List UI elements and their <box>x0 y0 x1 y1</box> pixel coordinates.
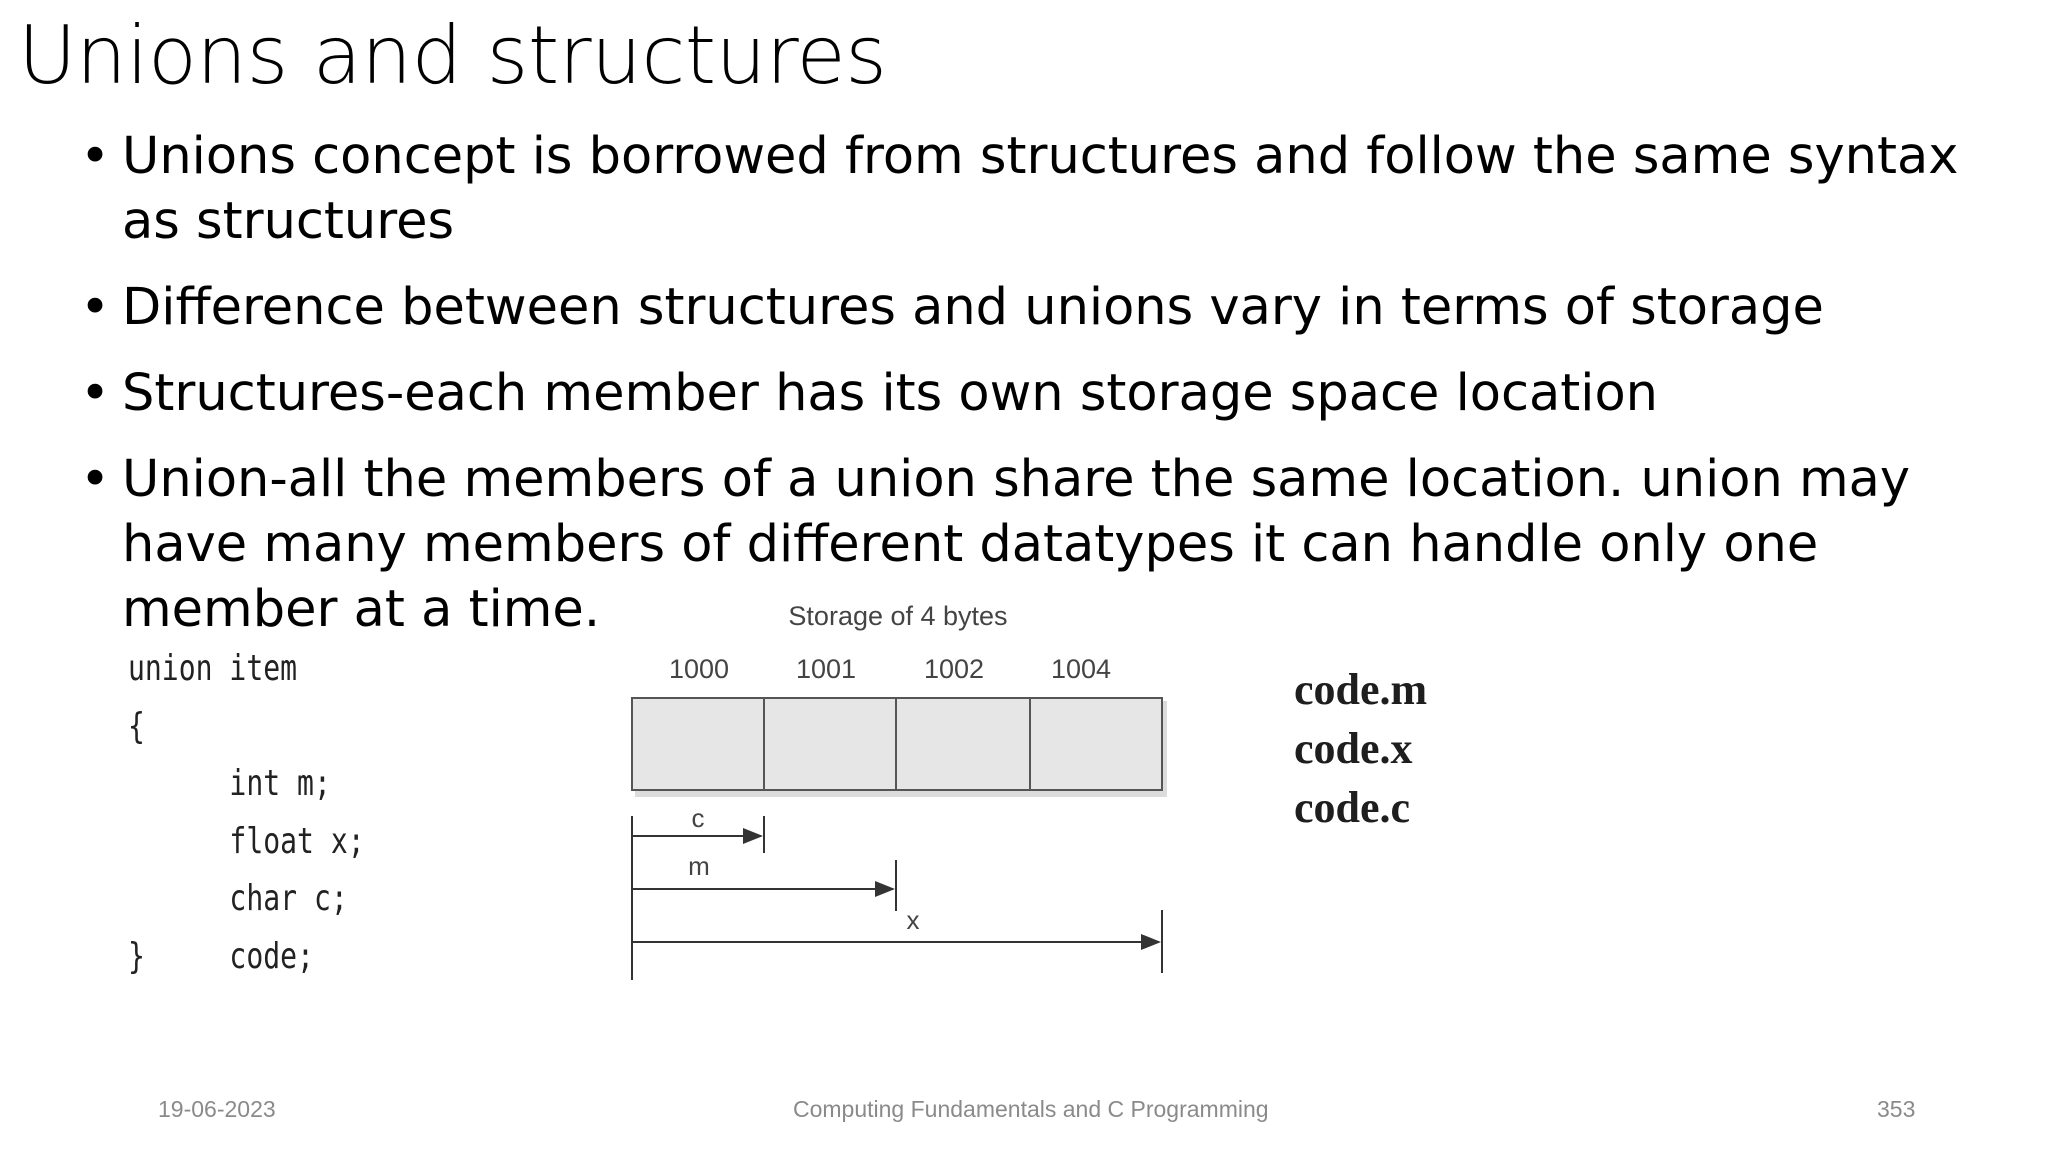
union-storage-diagram: Storage of 4 bytes 1000 1001 1002 1004 c… <box>631 601 1167 980</box>
union-code-snippet: union item { int m; float x; char c; } c… <box>128 640 456 1000</box>
bullet-text: Unions concept is borrowed from structur… <box>122 127 1959 251</box>
bullet-item: • Union-all the members of a union share… <box>78 447 1998 642</box>
member-access-item: code.c <box>1294 783 1411 832</box>
bullet-list: • Unions concept is borrowed from struct… <box>78 124 1998 663</box>
address-label: 1004 <box>1051 654 1111 684</box>
bullet-item: • Unions concept is borrowed from struct… <box>78 124 1998 254</box>
footer-date: 19-06-2023 <box>158 1096 276 1122</box>
code-line: int m; <box>128 763 331 804</box>
storage-title: Storage of 4 bytes <box>788 601 1007 631</box>
bullet-item: • Difference between structures and unio… <box>78 275 1998 340</box>
member-c-label: c <box>692 803 705 833</box>
memory-byte-cell <box>1029 697 1163 791</box>
memory-byte-cell <box>763 697 897 791</box>
address-label: 1002 <box>924 654 984 684</box>
bullet-marker: • <box>80 364 111 423</box>
address-label: 1001 <box>796 654 856 684</box>
member-m-label: m <box>688 851 710 881</box>
footer-course-title: Computing Fundamentals and C Programming <box>793 1096 1269 1122</box>
bullet-marker: • <box>80 278 111 337</box>
memory-byte-cell <box>631 697 765 791</box>
address-label: 1000 <box>669 654 729 684</box>
bullet-marker: • <box>80 127 111 186</box>
member-access-list: code.m code.x code.c <box>1294 660 1427 837</box>
member-x-label: x <box>907 905 920 935</box>
bullet-text: Union-all the members of a union share t… <box>122 450 1911 639</box>
memory-byte-cell <box>895 697 1031 791</box>
code-line: union item <box>128 648 298 689</box>
member-access-item: code.m <box>1294 665 1428 714</box>
footer-page-number: 353 <box>1877 1096 1916 1122</box>
bullet-marker: • <box>80 450 111 509</box>
slide-title: Unions and structures <box>18 9 887 102</box>
code-line: } code; <box>128 935 314 977</box>
code-line: char c; <box>128 878 348 919</box>
bullet-text: Difference between structures and unions… <box>122 278 1824 337</box>
code-line: { <box>128 705 145 747</box>
member-access-item: code.x <box>1294 724 1413 773</box>
bullet-item: • Structures-each member has its own sto… <box>78 361 1998 426</box>
bullet-text: Structures-each member has its own stora… <box>122 364 1658 423</box>
code-line: float x; <box>128 820 365 862</box>
